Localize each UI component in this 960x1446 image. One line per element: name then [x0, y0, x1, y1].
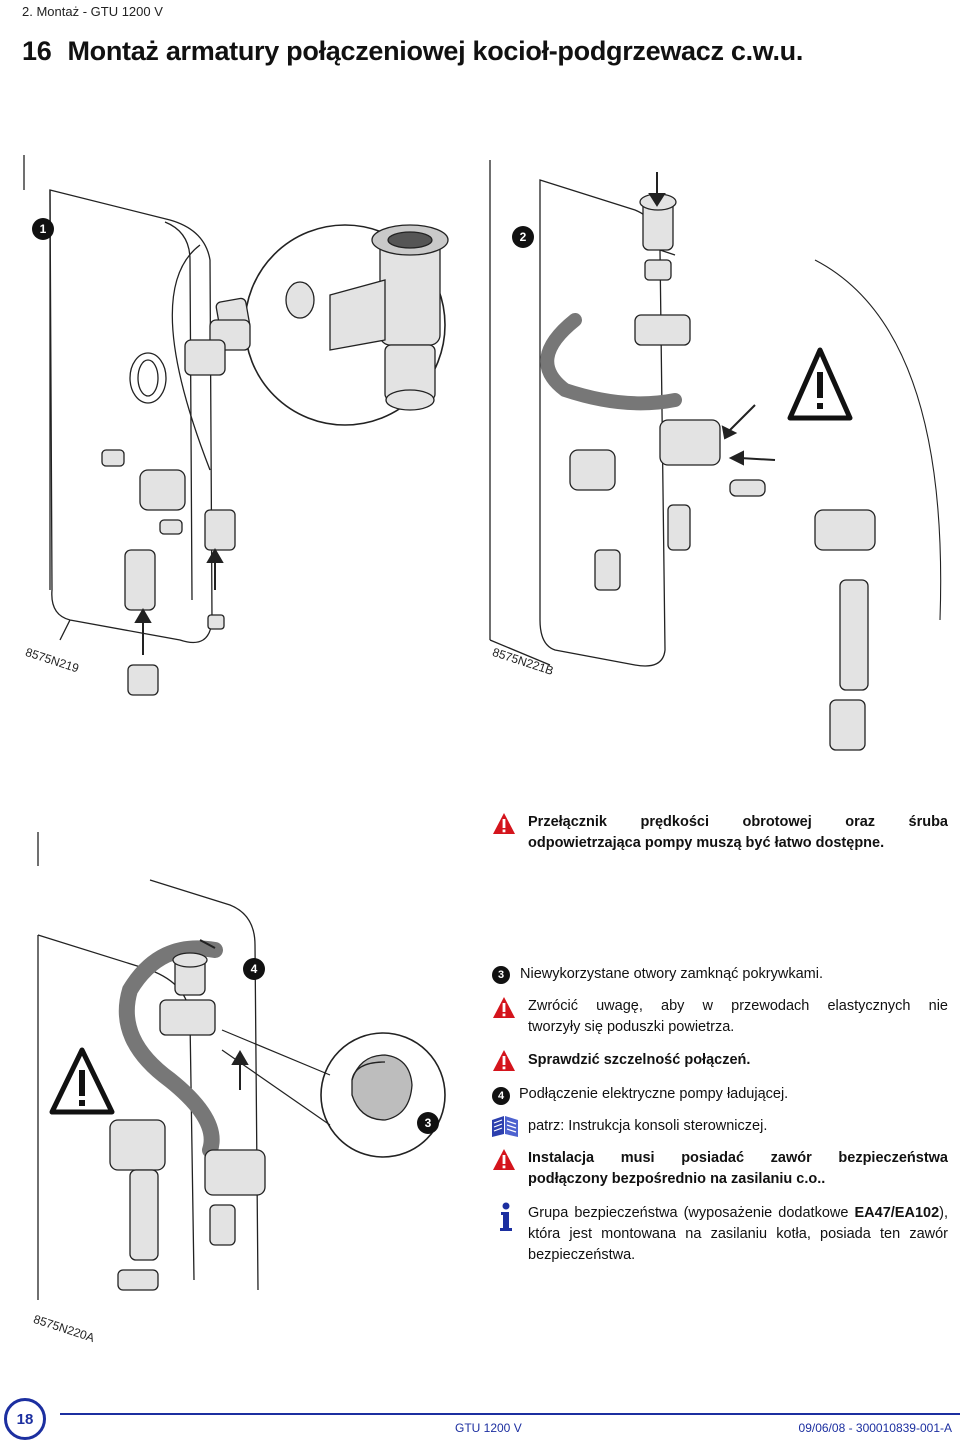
section-title: Montaż armatury połączeniowej kocioł-pod…	[67, 36, 804, 66]
info-line-2: która jest montowana na zasilaniu kotła,…	[528, 1226, 948, 1242]
step-number-icon: 4	[492, 1087, 510, 1105]
instruction-line: Instalacja musi posiadać zawór bezpiecze…	[528, 1150, 948, 1166]
note-top: Przełącznik prędkości obrotowej oraz śru…	[528, 812, 948, 854]
footer-doc-ref: 09/06/08 - 300010839-001-A	[798, 1421, 952, 1435]
instruction-text: Podłączenie elektryczne pompy ładującej.	[519, 1086, 789, 1102]
page-title: 16 Montaż armatury połączeniowej kocioł-p…	[22, 36, 803, 67]
info-line-3: bezpieczeństwa.	[528, 1247, 636, 1263]
page-number: 18	[4, 1398, 46, 1440]
warning-icon	[493, 1050, 515, 1071]
warning-icon	[49, 1047, 115, 1115]
info-text: Grupa bezpieczeństwa (wyposażenie dodatk…	[528, 1203, 948, 1266]
instruction-text: Zwrócić uwagę, aby w przewodach elastycz…	[528, 996, 948, 1038]
footer-model: GTU 1200 V	[455, 1421, 522, 1435]
figure-code: 8575N220A	[31, 1312, 97, 1345]
figure-1-illustration	[23, 155, 449, 696]
section-number: 16	[22, 36, 52, 66]
step-badge: 2	[512, 226, 534, 248]
step-badge: 1	[32, 218, 54, 240]
info-line-1: Grupa bezpieczeństwa (wyposażenie dodatk…	[528, 1205, 948, 1221]
book-reference-icon	[492, 1116, 518, 1137]
step-badge: 3	[417, 1112, 439, 1134]
instruction-text: Sprawdzić szczelność połączeń.	[528, 1052, 751, 1068]
instruction-text: Instalacja musi posiadać zawór bezpiecze…	[528, 1148, 948, 1190]
footer-rule	[60, 1413, 960, 1415]
figure-2-illustration	[489, 160, 942, 751]
note-top-line-2: odpowietrzająca pompy muszą być łatwo do…	[528, 835, 885, 851]
instruction-line: Zwrócić uwagę, aby w przewodach elastycz…	[528, 998, 948, 1014]
warning-icon	[493, 813, 515, 834]
breadcrumb: 2. Montaż - GTU 1200 V	[22, 4, 163, 19]
note-top-line-1: Przełącznik prędkości obrotowej oraz śru…	[528, 814, 948, 830]
warning-icon	[787, 347, 853, 421]
instruction-line: podłączony bezpośrednio na zasilaniu c.o…	[528, 1171, 826, 1187]
instruction-line: tworzyły się poduszki powietrza.	[528, 1019, 735, 1035]
warning-icon	[493, 997, 515, 1018]
step-badge: 4	[243, 958, 265, 980]
instruction-text: Niewykorzystane otwory zamknąć pokrywkam…	[520, 966, 823, 982]
accessory-code: EA47/EA102	[854, 1205, 940, 1221]
info-icon	[500, 1202, 512, 1231]
figure-3-illustration	[37, 832, 446, 1300]
instruction-text: patrz: Instrukcja konsoli sterowniczej.	[528, 1118, 768, 1134]
warning-icon	[493, 1149, 515, 1170]
step-number-icon: 3	[492, 966, 510, 984]
